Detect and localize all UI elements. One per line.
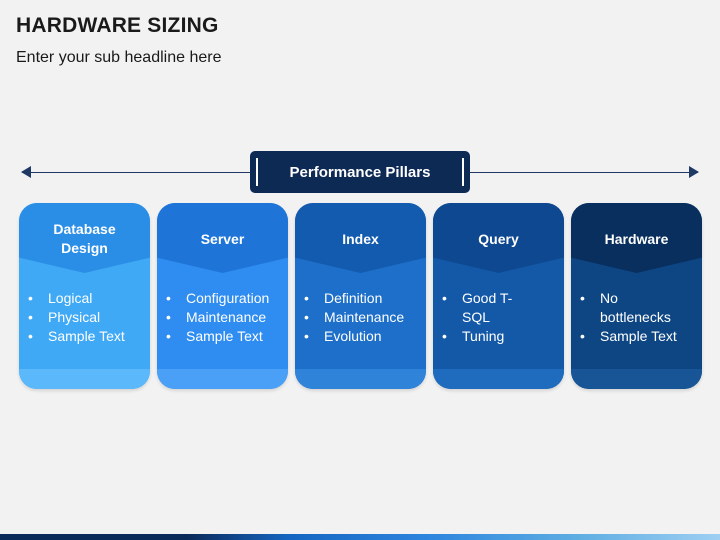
list-item: • Maintenance bbox=[295, 308, 426, 327]
list-item-text: bottlenecks bbox=[600, 309, 671, 325]
list-item: • Definition bbox=[295, 289, 426, 308]
pillar-card-title: Server bbox=[200, 231, 245, 247]
pillar-card-title: Database bbox=[53, 221, 116, 237]
bullet-icon: • bbox=[166, 290, 171, 306]
pillar-card-footer-band bbox=[571, 369, 702, 389]
performance-pillars-text: Performance Pillars bbox=[289, 163, 431, 181]
bullet-icon: • bbox=[304, 290, 309, 306]
pillar-card-list: • No bottlenecks • Sample Text bbox=[571, 289, 702, 346]
pillar-card-title: Query bbox=[478, 231, 519, 247]
list-item: • Configuration bbox=[157, 289, 288, 308]
list-item-text: Logical bbox=[48, 290, 93, 306]
bullet-icon: • bbox=[580, 290, 585, 306]
pillar-card-footer-band bbox=[19, 369, 150, 389]
bullet-icon: • bbox=[442, 290, 447, 306]
pillar-card-header: Index bbox=[295, 203, 426, 273]
list-item: • Sample Text bbox=[157, 327, 288, 346]
pillar-card-title: Hardware bbox=[604, 231, 669, 247]
list-item: • No bbox=[571, 289, 702, 308]
list-item: • Sample Text bbox=[19, 327, 150, 346]
pillar-card-footer-band bbox=[433, 369, 564, 389]
list-item-text: Good T- bbox=[462, 290, 513, 306]
page-subtitle: Enter your sub headline here bbox=[16, 49, 222, 66]
list-item-text: No bbox=[600, 290, 618, 306]
pillar-card-footer-band bbox=[157, 369, 288, 389]
arrow-right-icon bbox=[689, 166, 699, 178]
list-item-text: Maintenance bbox=[324, 309, 405, 325]
pillar-card-list: • Good T- SQL • Tuning bbox=[433, 289, 564, 346]
page-title: HARDWARE SIZING bbox=[16, 14, 219, 37]
pillar-card: Query • Good T- SQL • Tuning bbox=[433, 203, 564, 389]
bullet-icon: • bbox=[304, 309, 309, 325]
pillar-card-title: Design bbox=[61, 240, 108, 256]
list-item-text: Definition bbox=[324, 290, 383, 306]
pillar-card: Hardware • No bottlenecks • Sample Text bbox=[571, 203, 702, 389]
arrow-left-icon bbox=[21, 166, 31, 178]
list-item-text: Configuration bbox=[186, 290, 270, 306]
list-item: • Sample Text bbox=[571, 327, 702, 346]
pillar-card-title: Index bbox=[342, 231, 379, 247]
list-item: bottlenecks bbox=[571, 308, 702, 327]
pillar-card: Index • Definition • Maintenance • Evolution bbox=[295, 203, 426, 389]
pillar-card-list: • Definition • Maintenance • Evolution bbox=[295, 289, 426, 346]
bullet-icon: • bbox=[28, 309, 33, 325]
pillar-card-header: Hardware bbox=[571, 203, 702, 273]
pillar-card-list: • Configuration • Maintenance • Sample Text bbox=[157, 289, 288, 346]
list-item-text: Sample Text bbox=[48, 328, 125, 344]
list-item-text: Sample Text bbox=[186, 328, 263, 344]
list-item-text: Sample Text bbox=[600, 328, 677, 344]
bottom-accent-bar bbox=[0, 534, 720, 540]
pillar-card: Server • Configuration • Maintenance • Sample … bbox=[157, 203, 288, 389]
list-item: • Tuning bbox=[433, 327, 564, 346]
list-item: • Logical bbox=[19, 289, 150, 308]
performance-pillars-label: Performance Pillars bbox=[250, 151, 470, 193]
pillar-card-header: Server bbox=[157, 203, 288, 273]
bullet-icon: • bbox=[28, 328, 33, 344]
pillar-card-header: Query bbox=[433, 203, 564, 273]
list-item-text: SQL bbox=[462, 309, 491, 325]
list-item: • Physical bbox=[19, 308, 150, 327]
list-item-text: Tuning bbox=[462, 328, 505, 344]
pillar-card-footer-band bbox=[295, 369, 426, 389]
list-item-text: Physical bbox=[48, 309, 101, 325]
bullet-icon: • bbox=[28, 290, 33, 306]
list-item: • Evolution bbox=[295, 327, 426, 346]
list-item: • Good T- bbox=[433, 289, 564, 308]
bullet-icon: • bbox=[166, 328, 171, 344]
list-item-text: Evolution bbox=[324, 328, 382, 344]
pillar-card-list: • Logical • Physical • Sample Text bbox=[19, 289, 150, 346]
list-item: • Maintenance bbox=[157, 308, 288, 327]
list-item: SQL bbox=[433, 308, 564, 327]
bullet-icon: • bbox=[580, 328, 585, 344]
list-item-text: Maintenance bbox=[186, 309, 267, 325]
bullet-icon: • bbox=[304, 328, 309, 344]
bullet-icon: • bbox=[166, 309, 171, 325]
bullet-icon: • bbox=[442, 328, 447, 344]
